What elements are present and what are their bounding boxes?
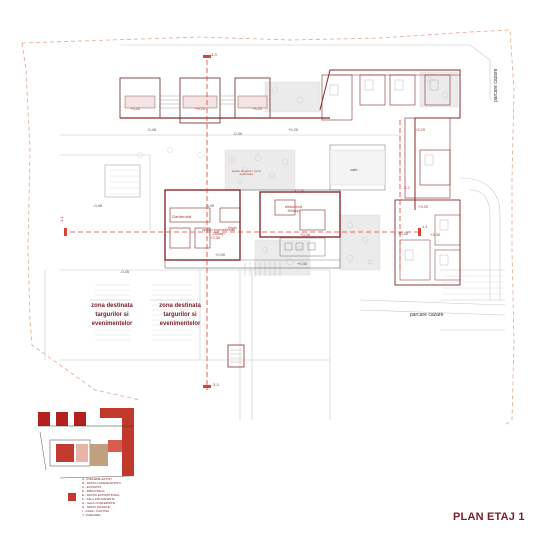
legend-item: J - PARCARE: [82, 513, 101, 517]
section-tag-left: 1-1: [59, 216, 64, 222]
stair-core-bottom: [227, 344, 245, 368]
level-9: -0,45: [205, 203, 215, 208]
parking-label-right: parcare cazare: [410, 312, 444, 318]
section-tag-bottom: 3-3: [213, 382, 219, 387]
event-zone-1: zona destinata targurilor si evenimentel…: [91, 303, 133, 327]
cafe-label: cafe: [350, 167, 358, 172]
level-13: +0,30: [300, 232, 311, 237]
key-plan: [38, 408, 134, 501]
plan-title: PLAN ETAJ 1: [453, 511, 525, 523]
legend-item: G - SALA CONFERINTE: [82, 501, 115, 505]
legend-item: I - CAFE / CANTINA: [82, 509, 110, 513]
level-2: +3,20: [195, 106, 206, 111]
section-tag-top: 3-3: [211, 52, 217, 57]
level-10: +0,00: [215, 252, 226, 257]
site-boundary: [21, 29, 515, 426]
library-label: bibliotecă 300mp: [285, 204, 302, 213]
central-buildings: [164, 144, 386, 276]
room-furniture: [329, 79, 449, 266]
level-6: +0,20: [288, 127, 299, 132]
level-11: +3,30: [210, 235, 221, 240]
accommodation-wing: [319, 69, 461, 286]
stairs-top: [160, 95, 235, 109]
event-zone-2: zona destinata targurilor si evenimentel…: [159, 303, 201, 327]
legend-item: B - SPATII CAZARE ARTISTI: [82, 481, 121, 485]
legend-item: E - SPATIU EXPOZITIONAL: [82, 493, 120, 497]
level-12: +3,20: [294, 188, 305, 193]
landscape-areas: [224, 71, 459, 276]
legend-item: C - EXPOZITII: [82, 485, 102, 489]
parking-label-top: parcare cazare: [493, 68, 499, 102]
level-7: +3,20: [415, 127, 426, 132]
level-4: -0,45: [147, 127, 157, 132]
level-18: +3,30: [430, 232, 441, 237]
legend-item: D - BIBLIOTECA: [82, 489, 105, 493]
trees: [137, 77, 449, 266]
level-14: +0,30: [297, 261, 308, 266]
studio-blocks: [119, 77, 330, 124]
wardrobe-label: Garderobă: [172, 214, 192, 219]
exhibition-label: spatiu expozitional 250mp: [202, 227, 235, 236]
level-3: +3,20: [252, 106, 263, 111]
legend-item: F - SALA POLIVALENTA: [82, 497, 115, 501]
foyer-label: foyer: [228, 225, 237, 230]
level-1: +3,20: [130, 106, 141, 111]
hatched-areas: [95, 169, 503, 341]
stair-left: [104, 164, 141, 198]
level-15: +0,30: [398, 231, 409, 236]
level-16: -0,45: [120, 269, 130, 274]
section-tag-mid: 2-2: [404, 185, 410, 190]
covered-area-label: spatiu acoperit / zona exterioara: [232, 169, 261, 176]
section-lines: [70, 60, 420, 390]
legend-item: H - SPATII TEHNICE: [82, 505, 110, 509]
legend-item: A - ATELIERE ARTIST: [82, 477, 112, 481]
section-markers: [64, 55, 421, 388]
section-tag-right: 1-1: [422, 224, 428, 229]
level-5: -0,30: [233, 131, 243, 136]
level-17: +3,20: [418, 204, 429, 209]
level-8: -0,45: [93, 203, 103, 208]
